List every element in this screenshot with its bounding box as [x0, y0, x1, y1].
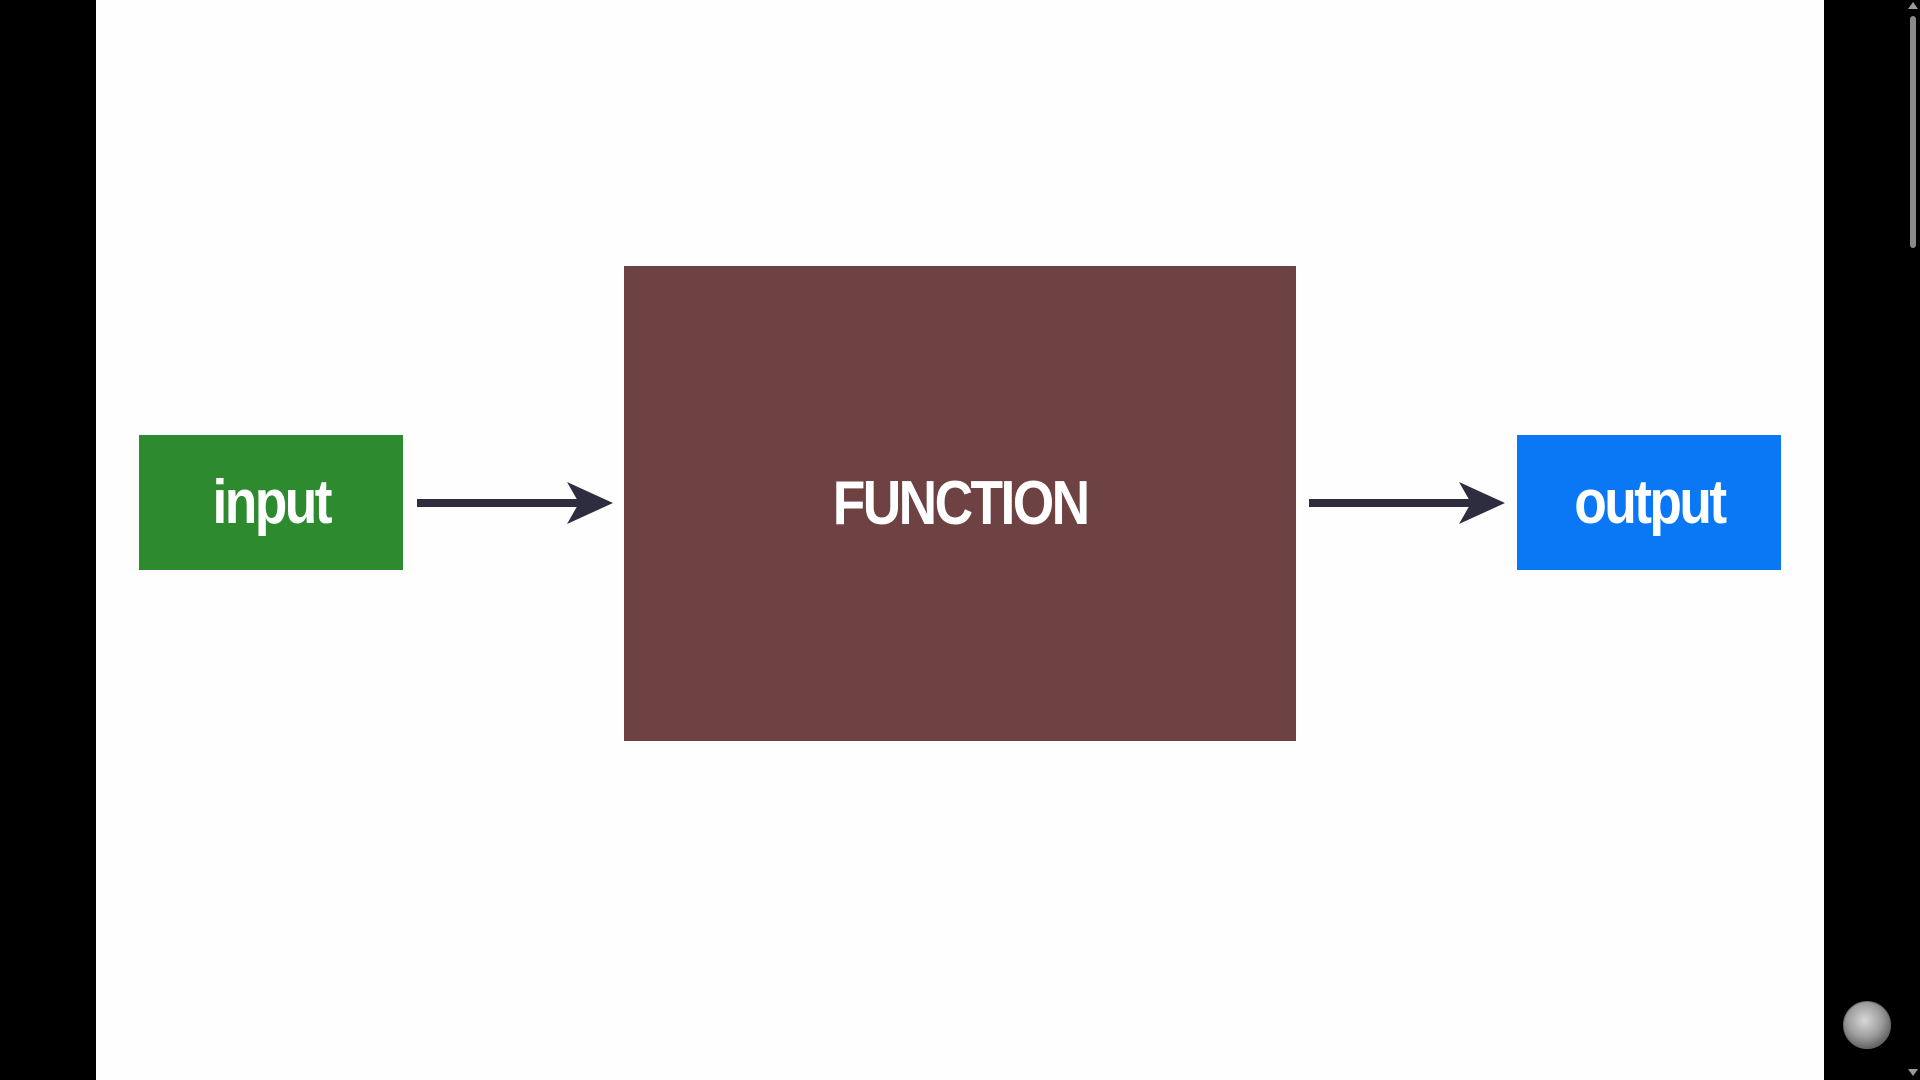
scroll-down-arrow-icon[interactable]: [1908, 1069, 1918, 1076]
arrow-right-icon: [1309, 482, 1505, 524]
user-avatar-icon[interactable]: [1843, 1001, 1891, 1049]
scroll-up-arrow-icon[interactable]: [1908, 2, 1918, 9]
arrow-right-icon: [417, 482, 613, 524]
left-letterbox: [0, 0, 96, 1080]
output-label: output: [1573, 468, 1727, 537]
input-label: input: [212, 468, 332, 537]
scrollbar-thumb[interactable]: [1910, 16, 1916, 248]
function-label: FUNCTION: [832, 469, 1090, 538]
right-letterbox: [1824, 0, 1920, 1080]
output-box: output: [1517, 435, 1781, 570]
scrollbar-track[interactable]: [1905, 0, 1920, 1080]
function-box: FUNCTION: [624, 266, 1296, 741]
input-box: input: [139, 435, 403, 570]
